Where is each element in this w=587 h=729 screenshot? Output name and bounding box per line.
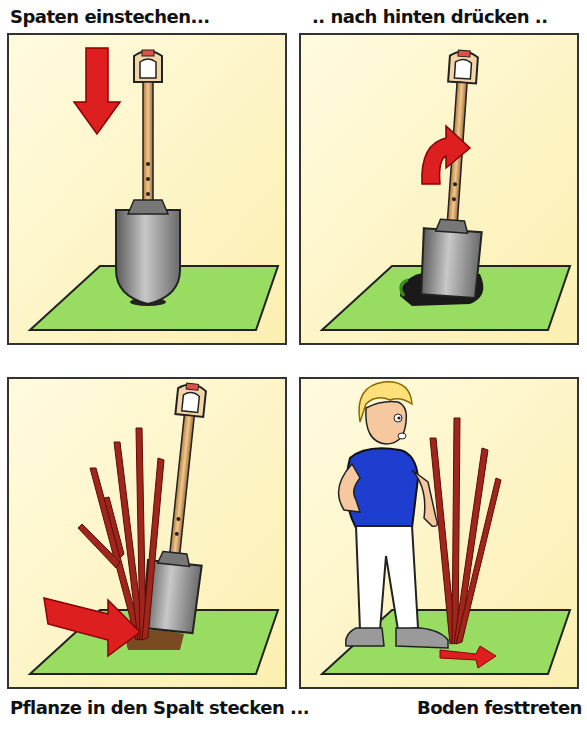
step-caption: Boden festtreten xyxy=(417,697,582,718)
panel-4 xyxy=(300,378,578,688)
panel-3 xyxy=(8,378,286,688)
panel-1 xyxy=(8,34,286,344)
step-caption: .. nach hinten drücken .. xyxy=(312,6,548,27)
panel-2 xyxy=(300,34,578,344)
step-caption: Pflanze in den Spalt stecken ... xyxy=(10,697,309,718)
step-caption: Spaten einstechen... xyxy=(10,6,210,27)
